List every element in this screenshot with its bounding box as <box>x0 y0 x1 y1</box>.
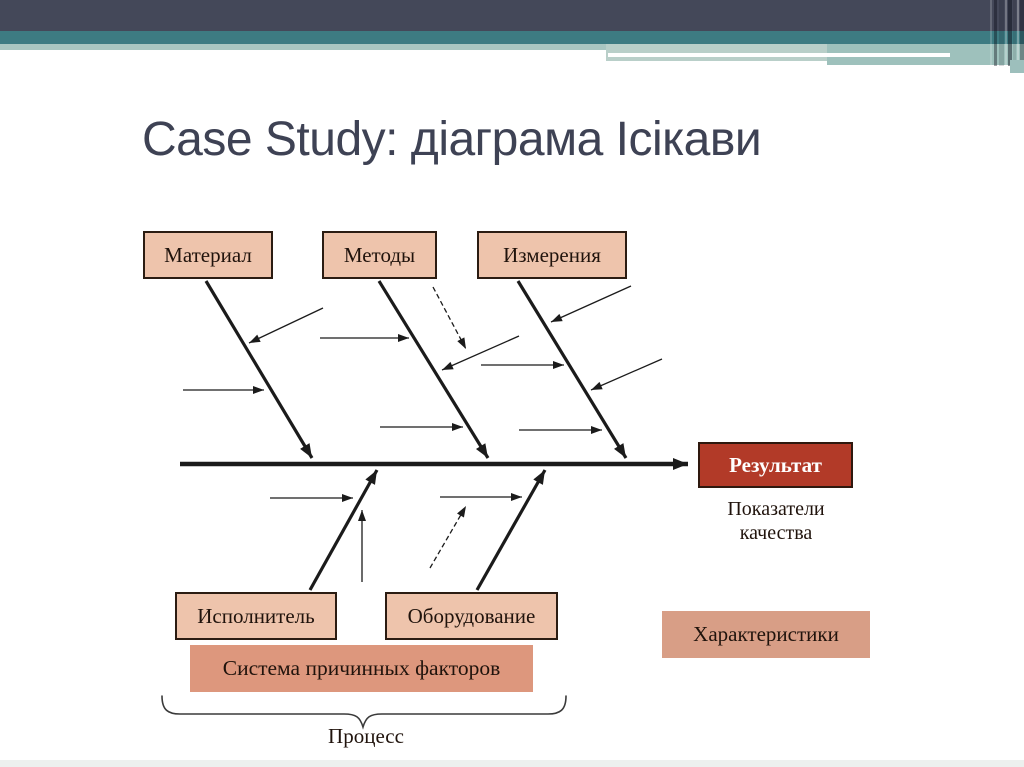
subarrow <box>441 335 520 371</box>
bone-material <box>204 280 314 459</box>
arrowhead <box>673 458 688 470</box>
arrowhead <box>342 494 353 502</box>
cause-box-executor: Исполнитель <box>175 592 337 640</box>
system-label: Система причинных факторов <box>222 656 501 680</box>
bone-measurements <box>516 280 628 459</box>
arrowhead <box>553 361 564 369</box>
cause-box-material: Материал <box>143 231 273 279</box>
arrowhead <box>591 381 603 390</box>
bone-executor <box>308 469 379 591</box>
cause-label: Оборудование <box>407 603 536 628</box>
stripe <box>999 0 1004 66</box>
arrowhead <box>452 423 463 431</box>
subarrow-dashed <box>429 505 467 569</box>
cause-box-measurements: Измерения <box>477 231 627 279</box>
arrowhead <box>475 443 488 458</box>
subarrow <box>590 358 663 391</box>
bone-equipment <box>475 469 547 591</box>
process-brace <box>161 695 567 730</box>
arrowhead <box>457 506 466 518</box>
stripe-tail <box>1010 60 1024 73</box>
stripe <box>1020 0 1024 66</box>
cause-box-equipment: Оборудование <box>385 592 558 640</box>
characteristics-label: Характеристики <box>693 622 839 646</box>
stripe <box>1013 0 1016 66</box>
cause-label: Материал <box>164 242 252 267</box>
arrowhead <box>551 313 563 322</box>
arrowhead <box>249 334 261 343</box>
header-bar-teal <box>0 31 1024 44</box>
process-label: Процесс <box>328 724 404 748</box>
arrowhead <box>591 426 602 434</box>
stripe <box>1005 0 1007 66</box>
stripe <box>994 0 997 66</box>
arrowhead <box>300 443 312 458</box>
arrowhead <box>253 386 264 394</box>
cause-label: Измерения <box>503 242 601 267</box>
system-box: Система причинных факторов <box>190 645 533 692</box>
subarrow <box>248 307 324 344</box>
slide-title: Case Study: діаграма Ісікави <box>142 113 762 166</box>
characteristics-box: Характеристики <box>662 611 870 658</box>
arrowhead <box>511 493 522 501</box>
arrowhead <box>398 334 409 342</box>
cause-label: Исполнитель <box>197 603 315 628</box>
result-label: Результат <box>729 452 822 477</box>
result-box: Результат <box>698 442 853 488</box>
header-bar-sage <box>0 44 606 50</box>
header-bar-navy <box>0 0 1024 31</box>
arrowhead <box>457 337 466 349</box>
stripe <box>1008 0 1012 66</box>
arrowhead <box>358 510 366 521</box>
result-caption: Показатели качества <box>727 498 825 544</box>
cause-box-methods: Методы <box>322 231 437 279</box>
header-white-line <box>608 53 950 57</box>
arrowhead <box>533 470 545 485</box>
arrowhead <box>614 443 626 458</box>
bone-methods <box>377 280 490 459</box>
subarrow <box>550 285 632 323</box>
cause-label: Методы <box>343 242 416 267</box>
stripe <box>1017 0 1019 66</box>
slide-bottom-edge <box>0 760 1024 767</box>
arrowhead <box>365 470 377 485</box>
arrowhead <box>442 361 454 370</box>
subarrow-dashed <box>432 286 467 350</box>
stripe <box>990 0 992 66</box>
